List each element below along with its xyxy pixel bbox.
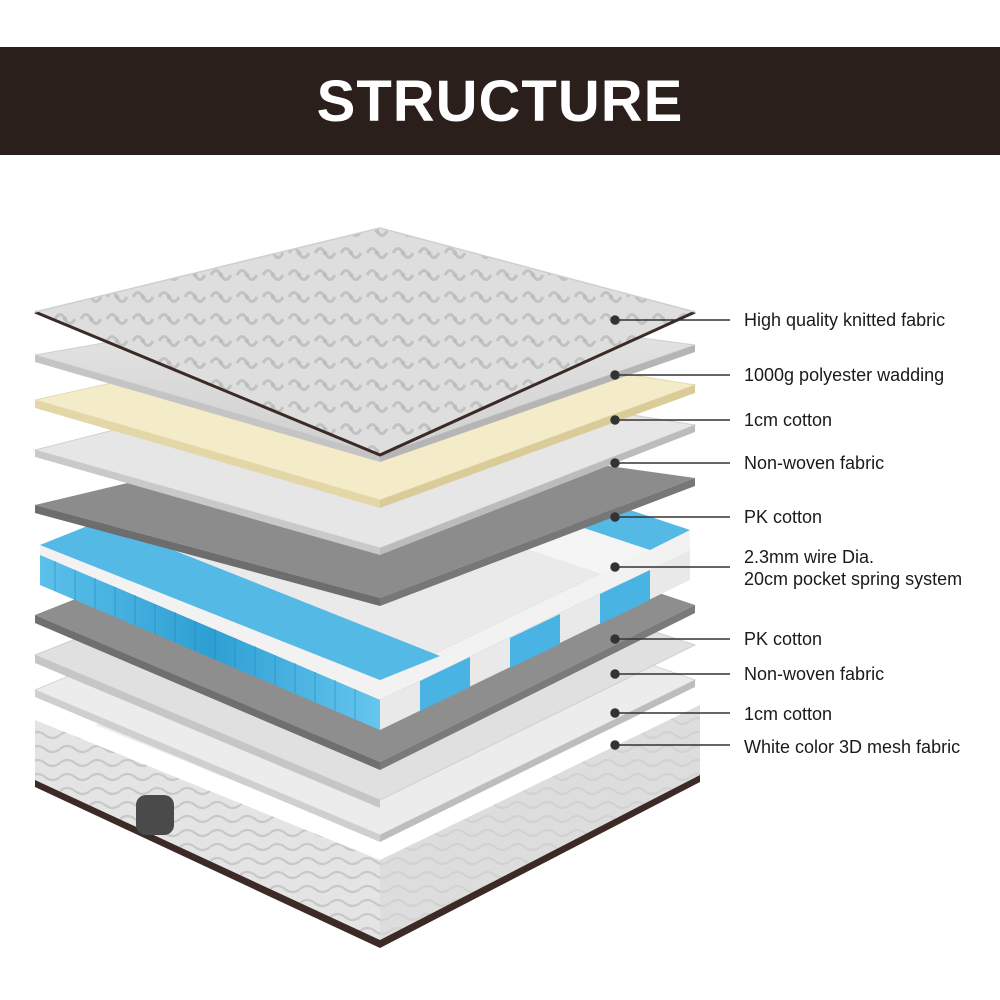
label-3d-mesh: White color 3D mesh fabric <box>744 737 961 757</box>
label-non-woven-lower: Non-woven fabric <box>744 664 885 684</box>
label-pk-cotton-upper: PK cotton <box>744 507 823 527</box>
label-cotton-upper: 1cm cotton <box>744 410 833 430</box>
banner-title: STRUCTURE <box>316 68 684 134</box>
label-pk-cotton-lower: PK cotton <box>744 629 823 649</box>
label-cotton-lower: 1cm cotton <box>744 704 833 724</box>
title-banner: STRUCTURE <box>0 47 1000 155</box>
label-knitted-fabric: High quality knitted fabric <box>744 310 946 330</box>
label-pocket-spring-line1: 2.3mm wire Dia. <box>744 547 875 567</box>
label-polyester-wadding: 1000g polyester wadding <box>744 365 945 385</box>
layer-knitted-fabric <box>34 227 696 457</box>
label-pocket-spring-line2: 20cm pocket spring system <box>744 569 963 589</box>
label-non-woven-upper: Non-woven fabric <box>744 453 885 473</box>
leader-lines <box>610 315 730 750</box>
label-pocket-spring: 2.3mm wire Dia. 20cm pocket spring syste… <box>744 546 962 590</box>
logo-badge-icon <box>136 795 174 835</box>
